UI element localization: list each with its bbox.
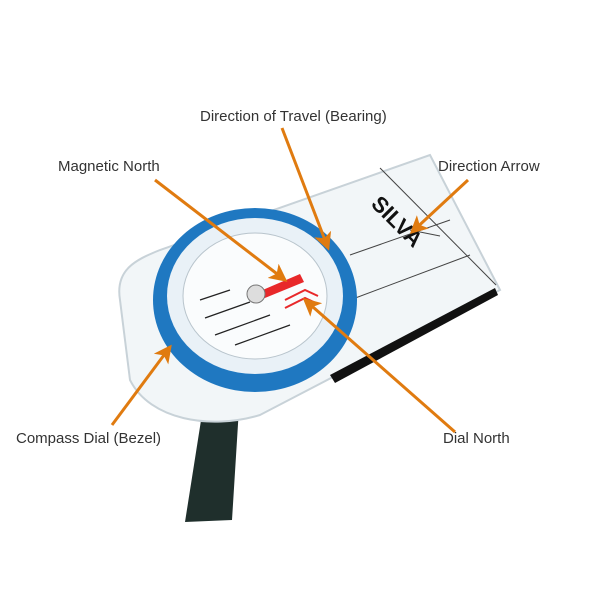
label-direction-arrow: Direction Arrow bbox=[438, 158, 540, 175]
pivot bbox=[246, 284, 266, 304]
arrow-magnetic-north bbox=[154, 178, 288, 282]
arrow-direction-arrow bbox=[409, 178, 470, 235]
arrow-direction-of-travel bbox=[280, 127, 332, 251]
callout-arrows bbox=[110, 127, 470, 434]
label-magnetic-north: Magnetic North bbox=[58, 158, 160, 175]
arrow-dial-north bbox=[302, 298, 456, 434]
lanyard bbox=[185, 392, 240, 522]
meridian-lines bbox=[199, 289, 291, 346]
label-direction-of-travel: Direction of Travel (Bearing) bbox=[200, 108, 387, 125]
label-compass-dial: Compass Dial (Bezel) bbox=[16, 430, 162, 447]
needle-north bbox=[258, 274, 304, 300]
arrow-compass-dial bbox=[110, 344, 172, 426]
label-dial-north: Dial North bbox=[443, 430, 510, 447]
